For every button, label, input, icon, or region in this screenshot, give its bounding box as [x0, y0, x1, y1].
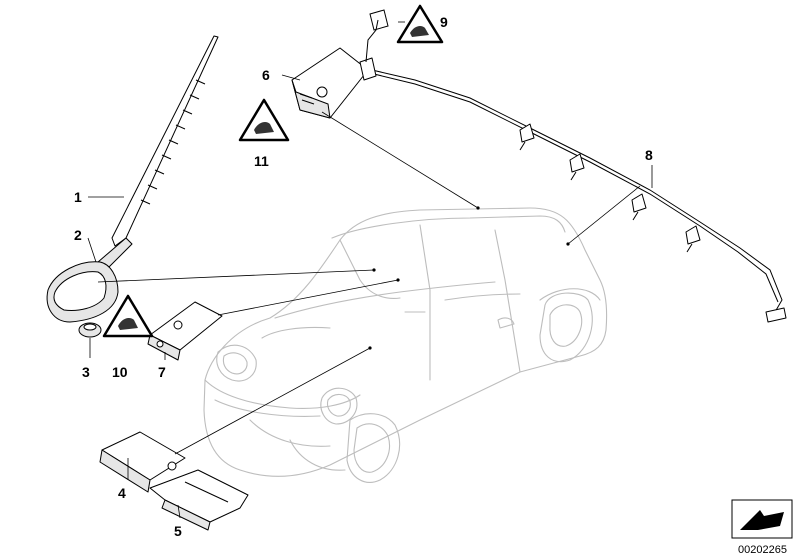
callout-5: 5 — [174, 523, 182, 539]
callout-1: 1 — [74, 189, 82, 205]
cable-harness — [371, 69, 787, 323]
callout-6: 6 — [262, 67, 270, 83]
callout-10: 10 — [112, 364, 128, 380]
warning-triangle-icon — [102, 294, 154, 338]
control-unit — [99, 431, 186, 493]
car-outline — [203, 207, 608, 483]
callout-9: 9 — [440, 14, 448, 30]
bracket — [149, 469, 249, 531]
leader-dots — [368, 206, 570, 350]
corner-arrow-icon — [731, 499, 793, 539]
leader-lines — [87, 21, 653, 519]
warning-triangle-icon — [238, 98, 290, 142]
roof-antenna-base — [46, 261, 119, 323]
callout-11: 11 — [254, 153, 269, 169]
grommet — [78, 322, 102, 338]
amplifier-module — [291, 47, 369, 119]
connector — [359, 9, 389, 81]
rod-antenna — [97, 35, 219, 271]
warning-triangle-icon — [396, 4, 444, 44]
callout-2: 2 — [74, 227, 82, 243]
callout-7: 7 — [158, 364, 166, 380]
callout-3: 3 — [82, 364, 90, 380]
document-number: 00202265 — [738, 544, 787, 556]
antenna-module — [147, 301, 223, 361]
callout-8: 8 — [645, 147, 653, 163]
callout-4: 4 — [118, 485, 126, 501]
